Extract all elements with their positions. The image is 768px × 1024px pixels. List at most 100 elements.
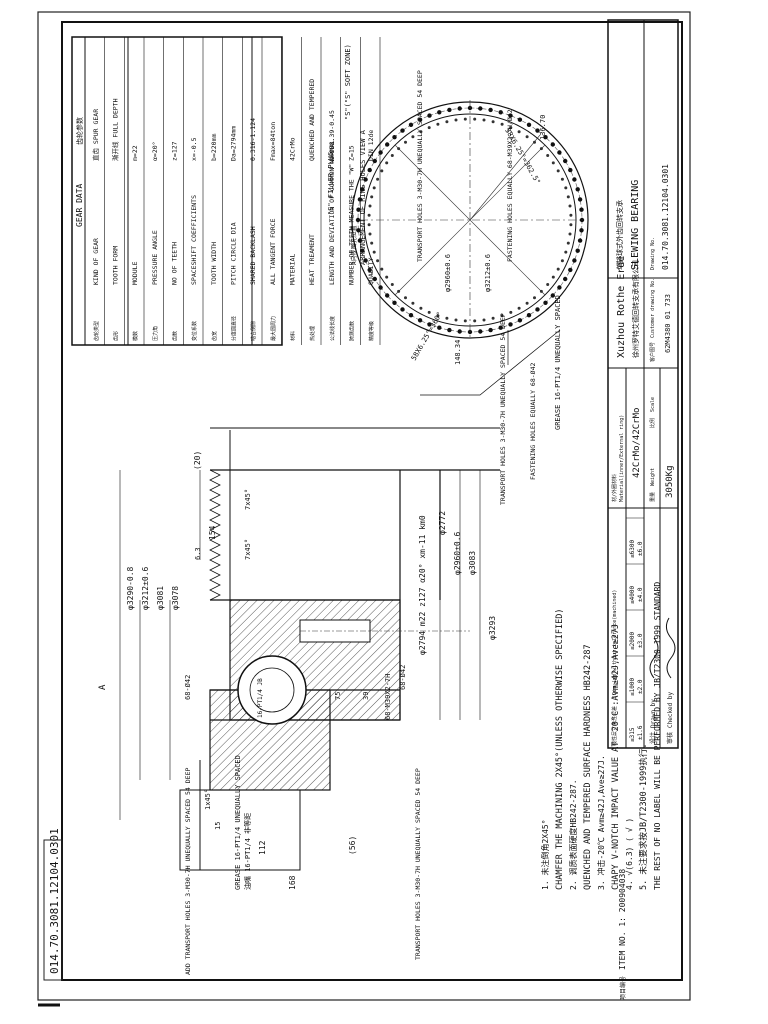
scale-label: Scale xyxy=(650,397,656,412)
ring-hole xyxy=(437,110,442,115)
ring-hole xyxy=(392,300,397,305)
inner-ring-hole xyxy=(491,316,495,320)
gear-row-label: MODULE xyxy=(131,261,139,285)
inner-ring-hole xyxy=(509,310,513,314)
gear-row-label: KIND OF GEAR xyxy=(92,238,100,285)
item-number-cn: 项目编号 xyxy=(619,976,627,1000)
inner-ring-hole xyxy=(372,186,376,190)
ring-hole xyxy=(408,313,414,318)
ring-hole xyxy=(447,327,452,333)
gear-row-cn: 齿形 xyxy=(113,331,120,341)
dim-d3078: φ3078 xyxy=(171,586,180,610)
ring-hole xyxy=(508,322,513,327)
ring-view-title: ARRANGEMENT OF RING HOLES VIEW A xyxy=(359,129,367,265)
gear-row-label: ALL TANGENT FORCE xyxy=(269,218,277,285)
view-a-marker: A xyxy=(98,684,108,690)
ring-hole xyxy=(575,248,580,253)
transport-label-2: TRANSPORT HOLES 3-M30-7H UNEQUALLY SPACE… xyxy=(414,768,422,960)
tolerance-value: ±2.0 xyxy=(637,679,644,694)
gear-row-label: MATERIAL xyxy=(289,254,297,285)
gear-row-label: HEAT TREAMENT xyxy=(308,234,316,285)
gear-row-value: 直齿 SPUR GEAR xyxy=(91,109,100,161)
inner-ring-hole xyxy=(385,275,389,279)
tolerance-value: ±1.6 xyxy=(637,725,644,740)
inner-ring-hole xyxy=(566,195,570,199)
gear-row-value: 渐开线 FULL DEPTH xyxy=(111,98,120,161)
inner-ring-hole xyxy=(380,169,384,173)
inner-ring-hole xyxy=(445,120,449,124)
material-label: Material(inner/External ring) xyxy=(619,415,625,502)
ring-hole xyxy=(568,267,573,273)
ring-hole xyxy=(579,217,585,223)
gear-row-cn: 最大圆周力 xyxy=(270,316,277,341)
ring-hole xyxy=(517,117,523,122)
ring-hole xyxy=(563,158,568,164)
gear-row-label: SHARED BACKLASH xyxy=(249,226,257,285)
dim-h168: 168 xyxy=(288,875,297,890)
ring-hole xyxy=(447,107,452,113)
ring-hole xyxy=(572,177,577,182)
ring-angle-1: 136.70 xyxy=(539,115,547,140)
dim-d3212: φ3212±0.6 xyxy=(141,566,150,610)
inner-ring-hole xyxy=(372,250,376,254)
ring-transport-bottom: TRANSPORT HOLES 3-M30-7H UNEQUALLY SPACE… xyxy=(499,313,507,505)
add-transport-label: ADD TRANSPORT HOLES 3-M30-7H UNEQUALLY S… xyxy=(184,768,192,975)
inner-ring-hole xyxy=(454,318,458,322)
dim-m39: 68-M39X2-7H xyxy=(384,674,392,720)
gear-row-label: PRESSURE ANGLE xyxy=(151,230,159,285)
inner-ring-hole xyxy=(411,135,415,139)
ring-hole xyxy=(572,258,577,263)
ring-hole xyxy=(498,110,503,115)
company-name: Xuzhou Rothe Erde xyxy=(616,256,627,358)
gear-row-cn: 精度等级 xyxy=(368,321,375,341)
inner-ring-hole xyxy=(556,169,560,173)
customer-cn: 客户图号 xyxy=(649,342,656,362)
tolerance-value: ±4.0 xyxy=(637,587,644,602)
product-cn: 单排球式外齿回转支承 xyxy=(615,200,624,270)
ring-hole xyxy=(478,106,483,111)
inner-ring-hole xyxy=(376,177,380,181)
product-name: SLEWING BEARING xyxy=(630,180,641,270)
ring-outer-diameter: φ3212±0.6 xyxy=(484,254,492,292)
weight-value: 3050Kg xyxy=(665,465,675,498)
gear-table-header-cn: 齿轮参数 xyxy=(75,117,84,145)
inner-ring-hole xyxy=(436,314,440,318)
ring-hole xyxy=(535,307,540,312)
dim-d2794: φ2794 m22 z127 α20° xm-11 km0 xyxy=(418,515,427,655)
inner-ring-hole xyxy=(500,314,504,318)
material-cn: 材/外圈材料 xyxy=(611,474,618,502)
soft-zone-label: "S"("S" SOFT ZONE) xyxy=(344,44,352,120)
drawn-by-cn: 设计 xyxy=(649,732,657,744)
note-line: THE REST OF NO LABEL WILL BE PERFORMED B… xyxy=(653,582,662,890)
note-line: 4. √(6.3) ( √ ) xyxy=(625,818,634,890)
ring-hole xyxy=(367,267,372,273)
gear-row-cn: 齿数 xyxy=(172,331,179,341)
tolerance-size: ≤1000 xyxy=(629,678,636,696)
inner-ring-hole xyxy=(560,177,564,181)
drawing-frame xyxy=(61,21,683,981)
ring-hole xyxy=(367,167,372,173)
inner-ring-hole xyxy=(404,140,407,144)
ring-hole xyxy=(557,150,562,155)
drawing-number-label: Drawing No. xyxy=(650,237,656,270)
ring-hole xyxy=(498,325,503,330)
margin-drawing-number: 014.70.3081.12104.0301 xyxy=(48,828,61,974)
inner-ring-hole xyxy=(463,117,467,121)
gear-row-value: Da=2794mm xyxy=(230,126,238,161)
gear-row-label: NO OF TEETH xyxy=(171,242,179,285)
detail-circle-label: 16-PT1/4 JB xyxy=(257,678,264,718)
dim-h75: 75 xyxy=(334,692,342,700)
ring-inner-diameter: φ2960±0.6 xyxy=(444,254,452,292)
dim-h56: (56) xyxy=(348,836,357,855)
inner-ring-hole xyxy=(419,130,423,134)
inner-ring-hole xyxy=(390,283,394,286)
inner-ring-hole xyxy=(560,259,564,263)
dim-h112: 112 xyxy=(258,840,267,855)
inner-ring-hole xyxy=(546,283,550,286)
gear-row-cn: 热处理 xyxy=(309,326,316,341)
inner-ring-hole xyxy=(482,118,486,122)
gear-row-cn: 分度圆直径 xyxy=(231,316,238,341)
gear-row-cn: 压力角 xyxy=(152,326,159,341)
note-line: 5. 未注要求按JB/T2300-1999执行. xyxy=(638,744,649,891)
